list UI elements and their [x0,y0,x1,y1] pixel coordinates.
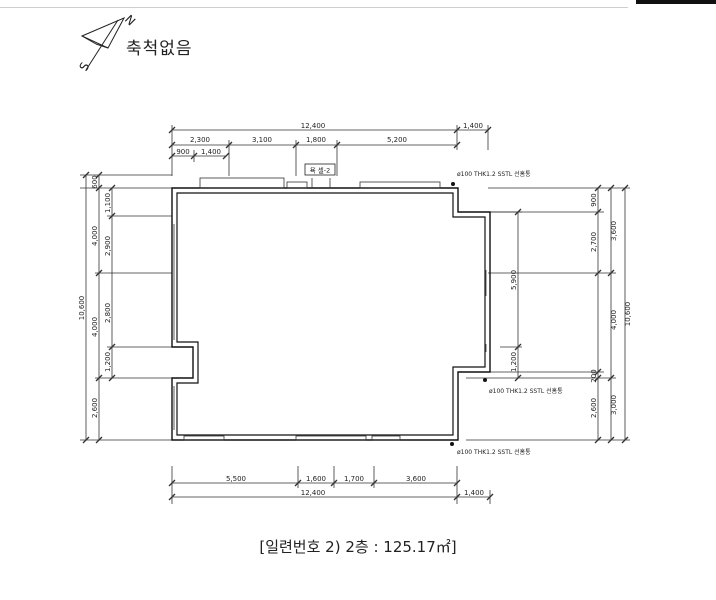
exterior-wall-outer [171,187,491,441]
dim-top-sub1: 900 [176,148,189,156]
pipe-note-bottom: ø100 THK1.2 SSTL 선홈통 [457,448,531,456]
dim-right-total: 10,600 [624,302,632,327]
left-dimension-ticks [82,171,116,444]
dim-right-b1: 900 [590,193,598,206]
dim-left-a1: 600 [91,175,99,188]
top-wall-details [199,177,441,189]
exterior-wall-inner [176,192,486,436]
right-dimension-ticks [514,184,629,444]
downspout-mid [483,378,487,382]
south-label: S [76,60,92,74]
downspout-bottom [450,442,454,446]
dim-right-b4: 2,600 [590,398,598,418]
scale-note: 축척없음 [126,39,193,59]
dim-top-seg4: 5,200 [387,136,407,144]
dim-top-sub2: 1,400 [201,148,221,156]
dim-bottom-seg2: 1,600 [306,475,326,483]
downspout-markers [450,182,487,446]
dim-bottom-seg3: 1,700 [344,475,364,483]
top-dimension-lines [171,125,489,176]
dim-right-a3: 3,000 [610,395,618,415]
dim-top-seg2: 3,100 [252,136,272,144]
dim-left-a2: 4,000 [91,226,99,246]
dim-right-a2: 4,000 [610,310,618,330]
north-label: N [122,12,138,28]
dim-left-b4: 1,200 [104,352,112,372]
pipe-note-mid: ø100 THK1.2 SSTL 선홈통 [489,387,563,395]
dim-left-total: 10,600 [78,296,86,321]
dim-top-right: 1,400 [463,122,483,130]
dim-top-seg3: 1,800 [306,136,326,144]
dim-bottom-total: 12,400 [301,489,326,497]
top-tag-box [304,163,336,176]
dim-left-a4: 2,600 [91,398,99,418]
bottom-wall-details [183,435,401,441]
pipe-note-top: ø100 THK1.2 SSTL 선홈통 [457,170,531,178]
dim-bottom-seg4: 3,600 [406,475,426,483]
dim-right-b2: 2,700 [590,232,598,252]
dim-bottom-seg1: 5,500 [226,475,246,483]
downspout-top [451,182,455,186]
dim-left-b2: 2,900 [104,236,112,256]
dim-top-seg1: 2,300 [190,136,210,144]
dim-left-b3: 2,800 [104,303,112,323]
bottom-dimension-ticks [168,479,494,501]
dim-right-inner2: 1,200 [510,352,518,372]
top-edge-bar [636,0,716,4]
right-dimension-lines [466,187,630,441]
left-dimension-lines [80,174,172,441]
dim-right-inner1: 5,900 [510,270,518,290]
dim-top-total: 12,400 [301,122,326,130]
dim-left-a3: 4,000 [91,317,99,337]
plan-caption: [일련번호 2) 2층 : 125.17㎡] [259,538,457,556]
top-dimension-ticks [168,126,492,160]
top-divider-line [0,7,628,8]
top-tag-label: 욕 셀-2 [310,167,331,175]
dim-right-a1: 3,600 [610,221,618,241]
dim-right-b3: 200 [590,369,598,382]
dim-left-b1: 1,100 [104,193,112,213]
north-arrow-icon [80,16,126,71]
dim-bottom-right: 1,400 [464,489,484,497]
bottom-dimension-lines [171,466,491,504]
